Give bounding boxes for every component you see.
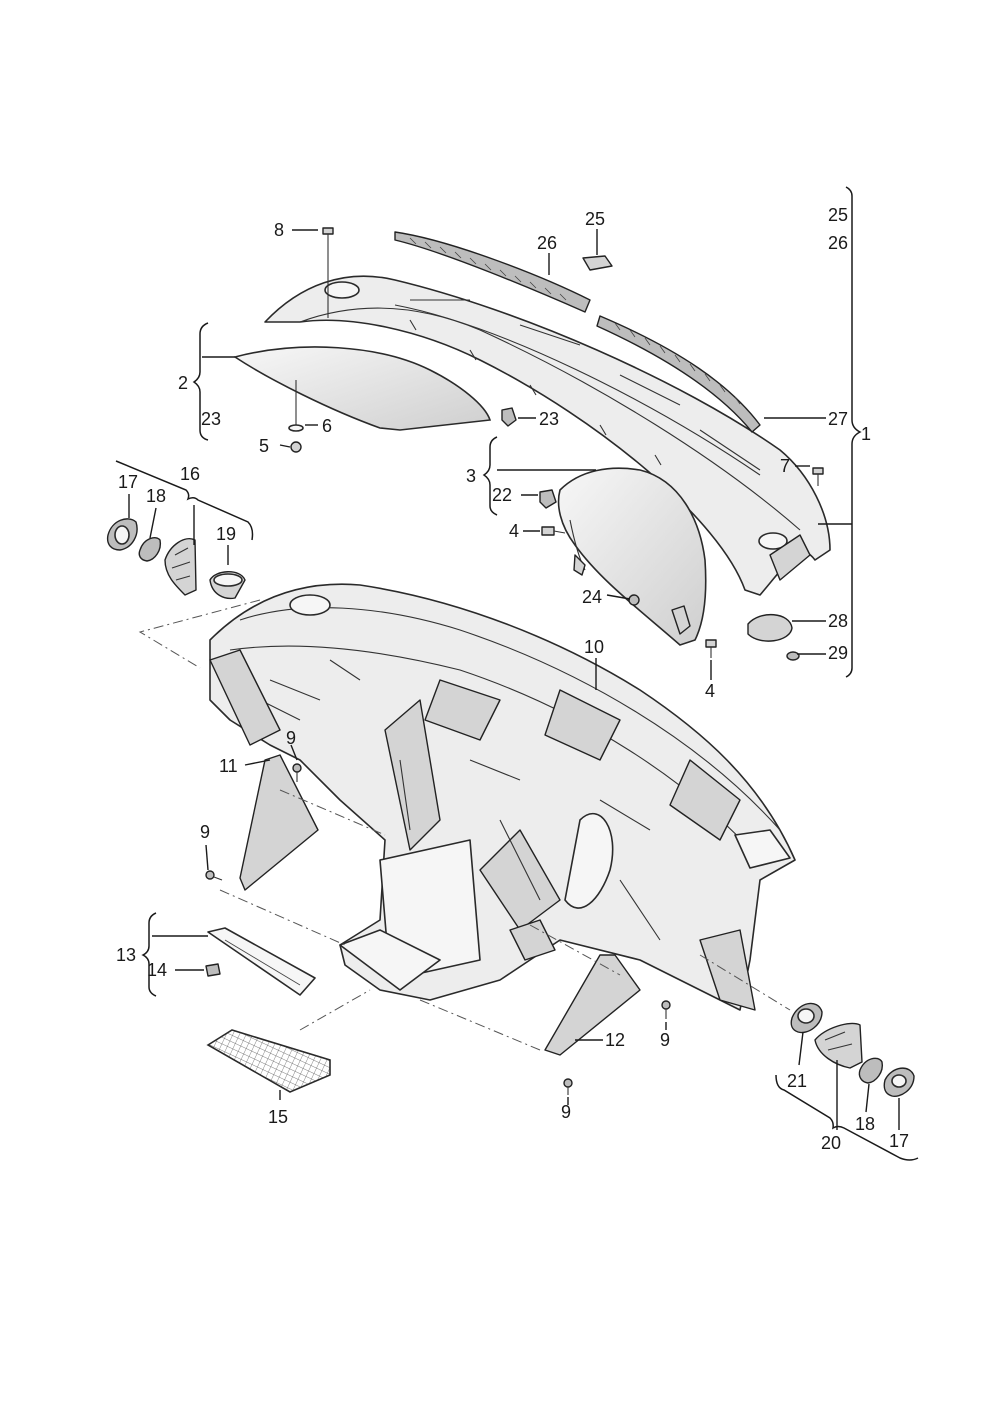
clip-14-icon (205, 963, 221, 977)
cover-cap (582, 255, 613, 271)
label-18b: 18 (855, 1114, 875, 1134)
label-10: 10 (584, 637, 604, 657)
screw-9b-icon (205, 870, 223, 881)
screw-8-icon (322, 227, 334, 318)
label-9b: 9 (200, 822, 210, 842)
label-15: 15 (268, 1107, 288, 1127)
label-2: 2 (178, 373, 188, 393)
label-8: 8 (274, 220, 284, 240)
clip-22-icon (539, 489, 557, 509)
label-17b: 17 (889, 1131, 909, 1151)
label-4a: 4 (509, 521, 519, 541)
dash-carrier-frame (209, 583, 796, 1011)
label-12: 12 (605, 1030, 625, 1050)
label-22: 22 (492, 485, 512, 505)
side-panel-12 (544, 954, 641, 1056)
label-25b: 25 (828, 205, 848, 225)
speaker-cover-28-icon (747, 613, 793, 642)
label-9a: 9 (286, 728, 296, 748)
trim-panel-left (233, 346, 492, 453)
label-16: 16 (180, 464, 200, 484)
screw-9c-icon (661, 1000, 671, 1019)
screw-7-icon (812, 467, 824, 486)
vent-right-group (790, 1002, 915, 1097)
defroster-grille-left (394, 231, 591, 313)
label-26a: 26 (537, 233, 557, 253)
upper-dash-panel (264, 275, 831, 596)
label-18a: 18 (146, 486, 166, 506)
label-29: 29 (828, 643, 848, 663)
trim-panel-right (557, 467, 707, 646)
label-23b: 23 (539, 409, 559, 429)
screw-9d-icon (563, 1078, 573, 1095)
clip-23-icon (501, 407, 517, 427)
label-24: 24 (582, 587, 602, 607)
label-13: 13 (116, 945, 136, 965)
label-27: 27 (828, 409, 848, 429)
vent-left-group (106, 518, 246, 600)
label-17a: 17 (118, 472, 138, 492)
nut-29-icon (786, 651, 800, 661)
label-5: 5 (259, 436, 269, 456)
leader-lines (128, 229, 900, 1130)
label-9c: 9 (660, 1030, 670, 1050)
callout-labels: 8 26 25 25 26 2 23 6 5 23 27 1 7 3 22 4 … (116, 205, 909, 1153)
label-6: 6 (322, 416, 332, 436)
screw-9a-icon (292, 763, 302, 782)
label-7: 7 (780, 456, 790, 476)
label-20: 20 (821, 1133, 841, 1153)
label-4b: 4 (705, 681, 715, 701)
label-21: 21 (787, 1071, 807, 1091)
screw-4a-icon (541, 526, 566, 536)
group-brackets (115, 186, 919, 1161)
label-1: 1 (861, 424, 871, 444)
label-26b: 26 (828, 233, 848, 253)
label-23a: 23 (201, 409, 221, 429)
label-25a: 25 (585, 209, 605, 229)
label-3: 3 (466, 466, 476, 486)
label-14: 14 (147, 960, 167, 980)
label-19: 19 (216, 524, 236, 544)
screw-4b-icon (705, 639, 717, 658)
label-9d: 9 (561, 1102, 571, 1122)
storage-tray-15 (206, 1029, 331, 1093)
defroster-grille-right (596, 315, 761, 433)
side-panel-11 (239, 754, 319, 891)
label-28: 28 (828, 611, 848, 631)
label-11: 11 (219, 756, 238, 776)
